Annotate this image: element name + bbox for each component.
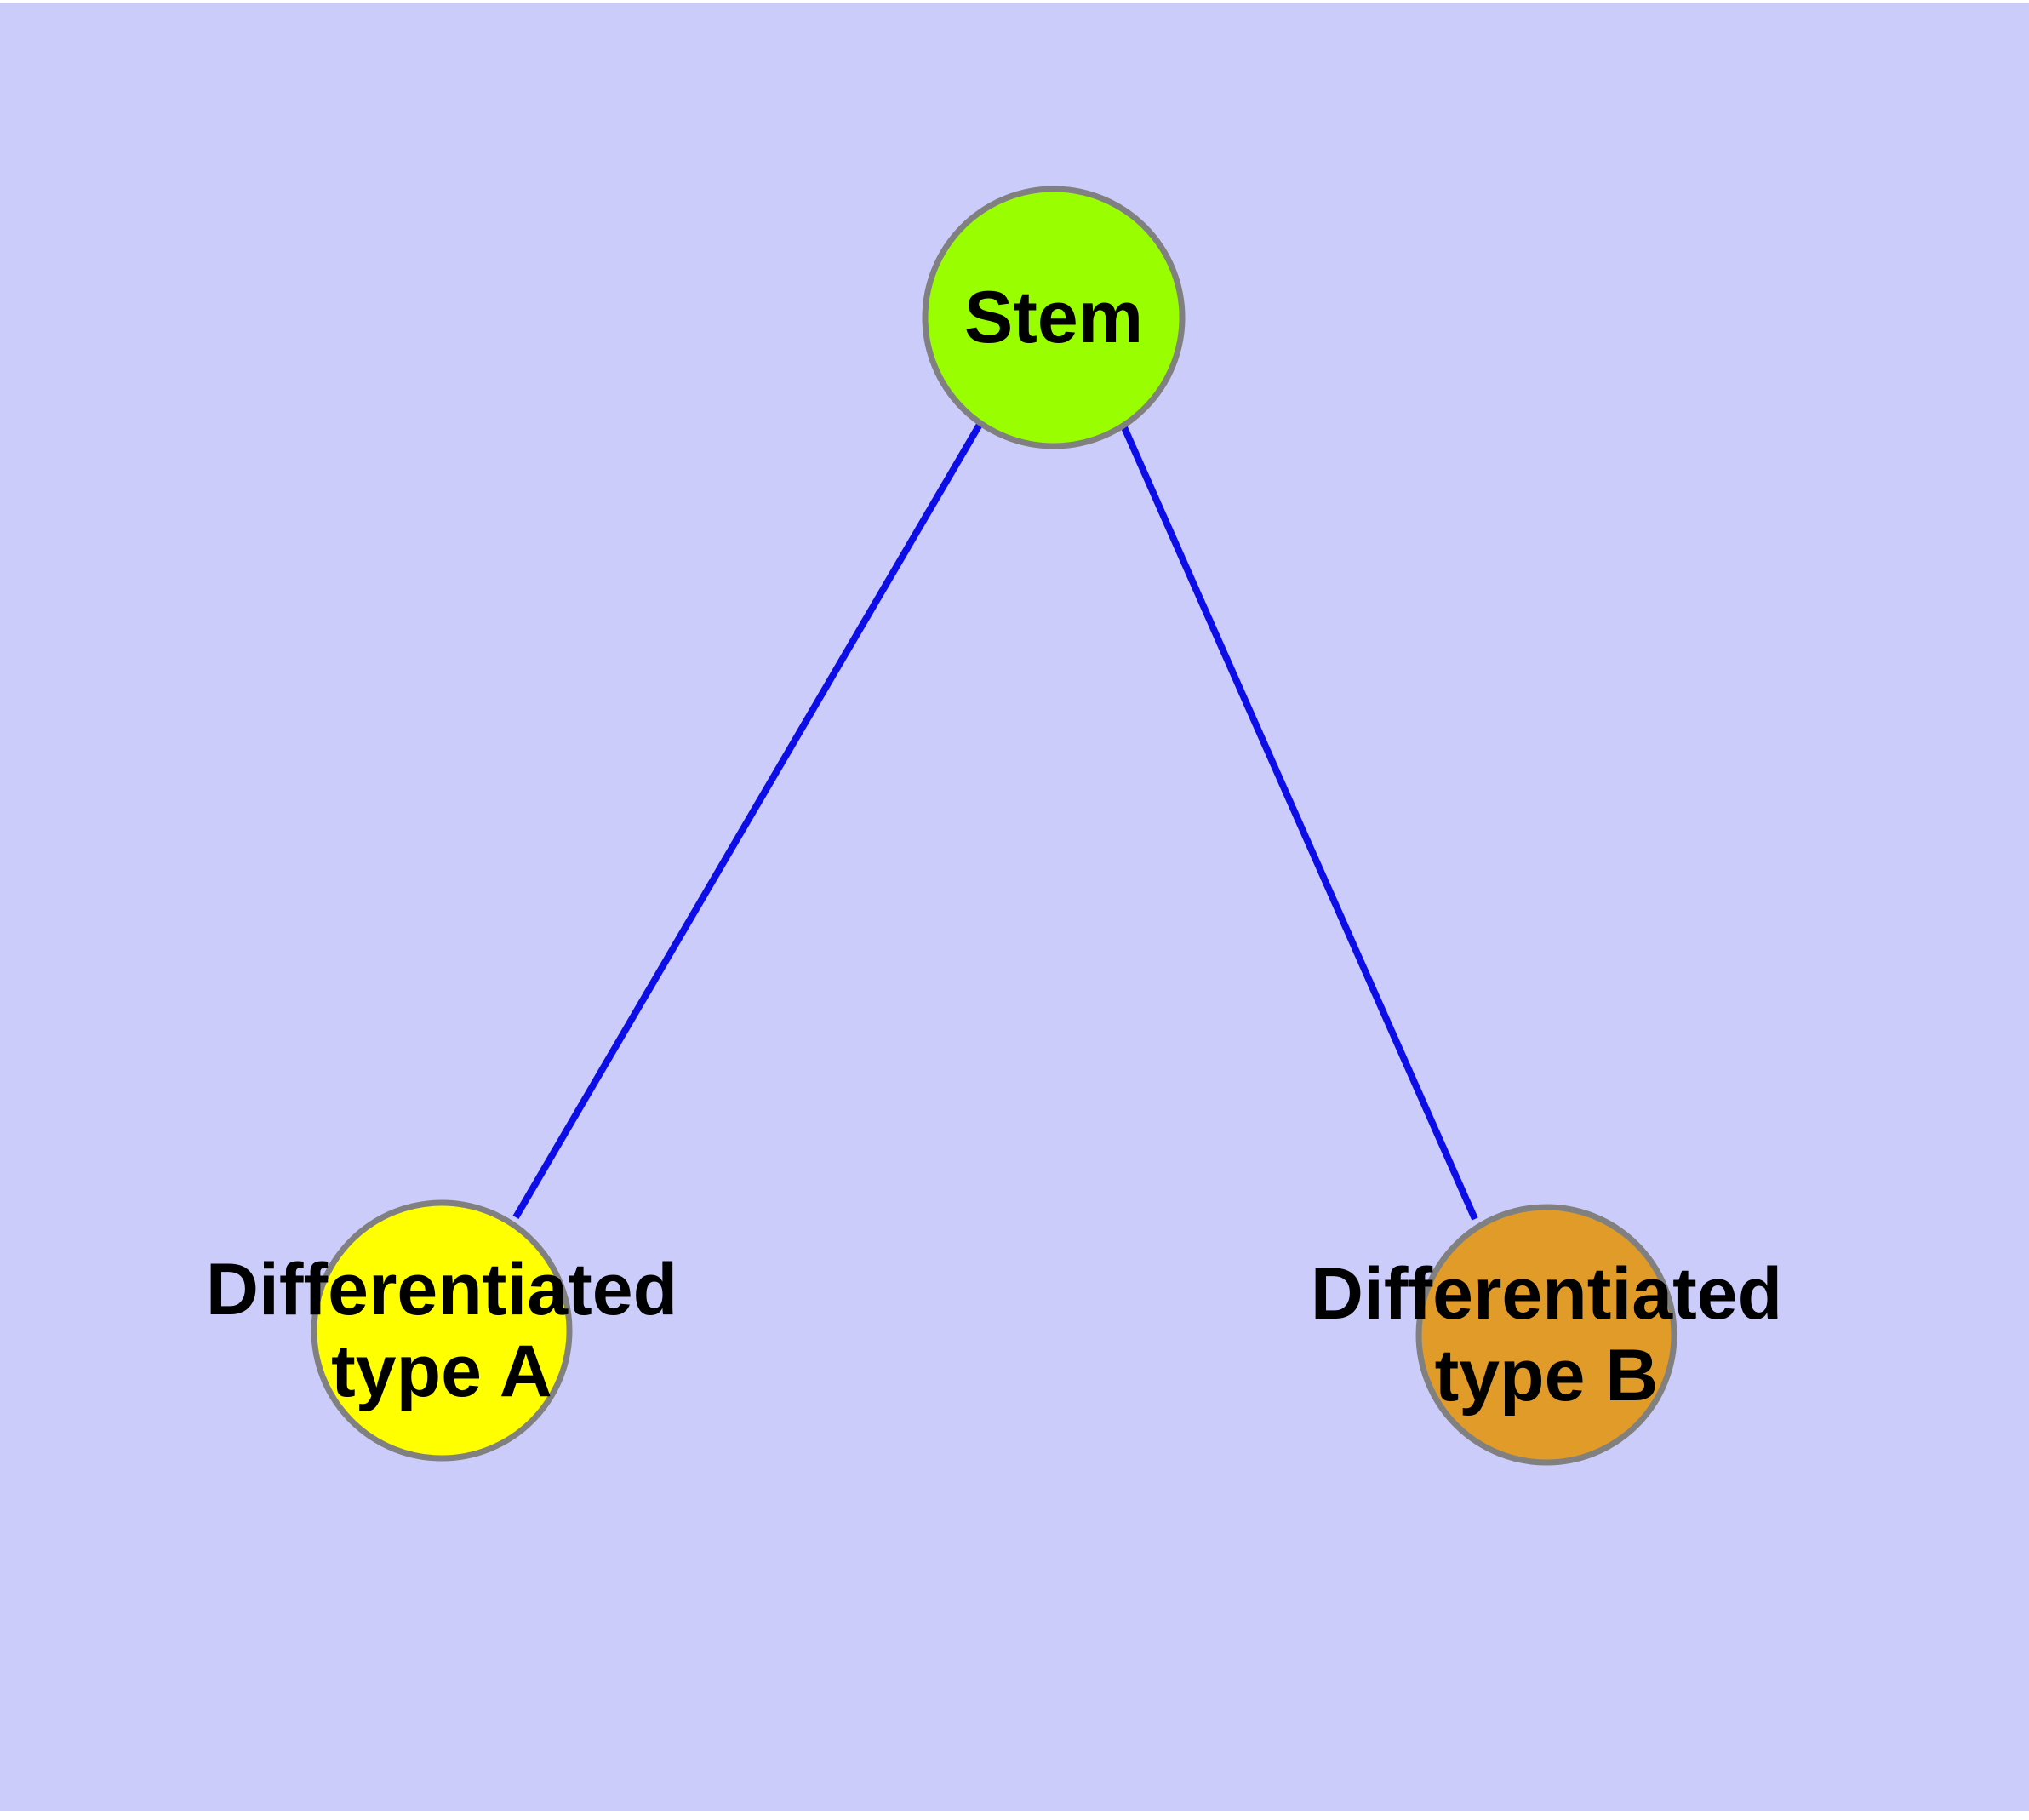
node-label-line: Differentiated	[206, 1249, 677, 1331]
node-label-line: type B	[1435, 1335, 1659, 1417]
node-label-line: Stem	[964, 277, 1143, 358]
node-stem[interactable]	[922, 186, 1186, 449]
node-differentiated-type-b[interactable]	[1415, 1204, 1677, 1466]
node-label-line: Differentiated	[1311, 1253, 1782, 1335]
nodes-layer	[311, 186, 1677, 1466]
edge-stem-to-diff-b[interactable]	[1120, 424, 1478, 1221]
node-differentiated-type-a[interactable]	[311, 1199, 573, 1462]
edge-stem-to-diff-a[interactable]	[512, 421, 984, 1220]
edges-layer	[512, 421, 1478, 1221]
node-label-line: type A	[331, 1331, 552, 1412]
node-label-stem: Stem	[964, 277, 1143, 358]
